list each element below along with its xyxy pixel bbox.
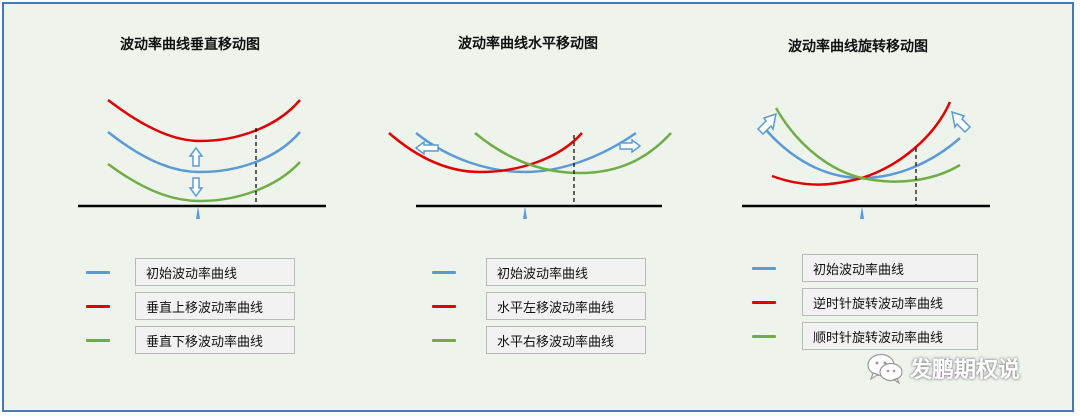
blue-line-swatch <box>752 266 776 270</box>
red-line-swatch <box>752 300 776 304</box>
panel1-legend-up-label: 垂直上移波动率曲线 <box>135 292 295 320</box>
panel1-initial-curve <box>107 131 301 174</box>
panel3-arrow-upright-icon <box>951 110 972 134</box>
panel2-legend-left-label: 水平左移波动率曲线 <box>486 292 646 320</box>
panel1-atm-marker-icon <box>196 206 200 219</box>
panel2-legend-right-label: 水平右移波动率曲线 <box>486 326 646 354</box>
blue-line-swatch <box>86 270 110 274</box>
blue-line-swatch <box>432 270 456 274</box>
panel3-legend-cw-label: 顺时针旋转波动率曲线 <box>802 322 978 350</box>
panel3-cw-curve <box>774 107 961 183</box>
panel1-legend-initial <box>86 258 110 286</box>
panel1-title: 波动率曲线垂直移动图 <box>120 37 260 53</box>
panel3-legend-initial-label: 初始波动率曲线 <box>802 254 978 282</box>
watermark-text: 发鹏期权说 <box>910 358 1021 383</box>
panel1-up-curve <box>107 99 301 143</box>
panel1-arrow-down-icon <box>188 177 204 198</box>
panel2-atm-marker-icon <box>523 206 527 219</box>
panel3-atm-marker-icon <box>860 206 864 219</box>
panel1-legend-up <box>86 292 110 320</box>
panel2-left-curve <box>388 132 583 174</box>
panel1-legend-down-label: 垂直下移波动率曲线 <box>135 326 295 354</box>
panel2-title: 波动率曲线水平移动图 <box>458 36 598 52</box>
panel2-arrow-right-icon <box>619 138 642 154</box>
red-line-swatch <box>432 304 456 308</box>
panel3-initial-curve <box>765 129 961 180</box>
panel1-legend-down <box>86 326 110 354</box>
green-line-swatch <box>432 338 456 342</box>
panel3-title: 波动率曲线旋转移动图 <box>788 39 928 55</box>
panel2-arrow-left-icon <box>414 140 439 156</box>
panel3-legend-initial <box>752 254 776 282</box>
panel2-legend-left <box>432 292 456 320</box>
panel2-plot <box>388 131 672 219</box>
panel3-ccw-curve <box>771 101 952 186</box>
watermark: 发鹏期权说 <box>866 352 1020 384</box>
red-line-swatch <box>86 304 110 308</box>
panel3-legend-ccw <box>752 288 776 316</box>
green-line-swatch <box>752 334 776 338</box>
panel1-down-curve <box>107 161 301 203</box>
panel1-legend-initial-label: 初始波动率曲线 <box>135 258 295 286</box>
panel3-plot <box>742 101 990 219</box>
green-line-swatch <box>86 338 110 342</box>
panel3-arrow-upleft-icon <box>756 112 777 136</box>
panel2-right-curve <box>474 132 672 175</box>
wechat-icon <box>867 353 903 384</box>
panel3-legend-cw <box>752 322 776 350</box>
panel1-plot <box>78 99 326 219</box>
panel2-legend-initial <box>432 258 456 286</box>
panel2-initial-curve <box>415 131 637 174</box>
panel3-legend-ccw-label: 逆时针旋转波动率曲线 <box>802 288 978 316</box>
panel2-legend-initial-label: 初始波动率曲线 <box>486 258 646 286</box>
panel2-legend-right <box>432 326 456 354</box>
panel1-arrow-up-icon <box>188 146 204 167</box>
